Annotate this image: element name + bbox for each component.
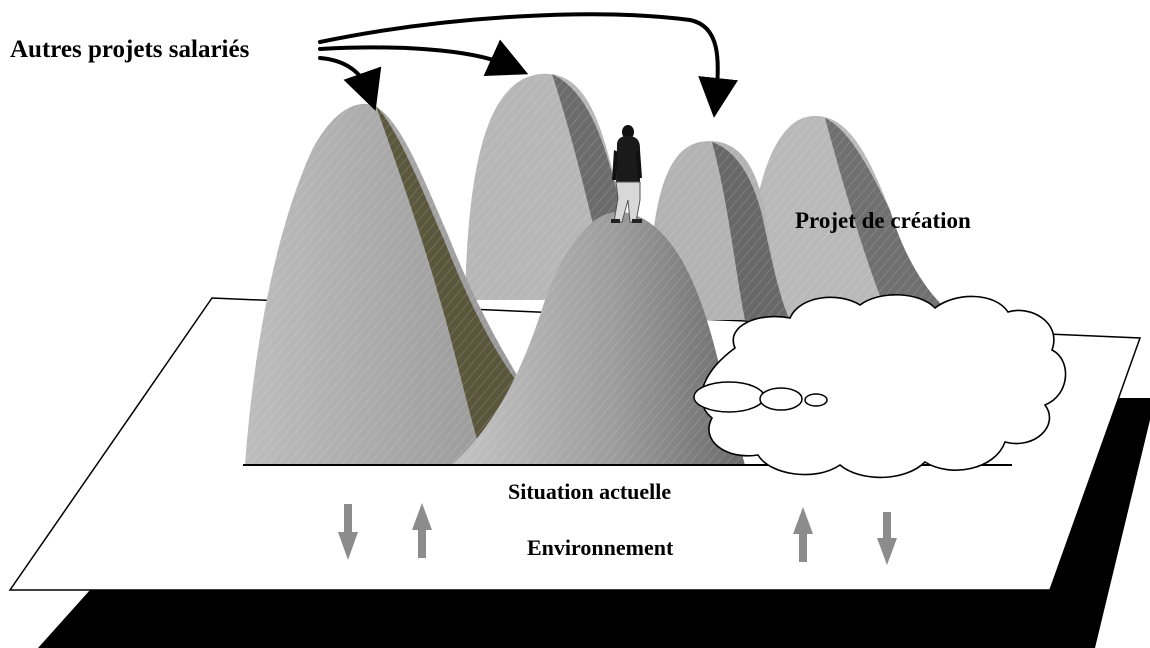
down-arrow-icon	[338, 504, 358, 560]
ground-shadow	[38, 398, 1150, 648]
down-arrow-icon	[877, 512, 897, 565]
up-arrow-icon	[793, 507, 813, 562]
curved-arrow-to-center-peak	[318, 39, 529, 77]
curved-arrow-to-left-peak	[318, 56, 382, 111]
environnement-label: Environnement	[527, 535, 674, 560]
hill-large-left	[245, 103, 575, 466]
autres-projets-label: Autres projets salariés	[10, 36, 250, 63]
curved-arrow-to-right-peak	[318, 12, 738, 118]
hill-far-right	[745, 115, 960, 320]
up-arrow-icon	[412, 503, 432, 558]
thought-cloud-icon	[693, 294, 1067, 479]
curved-arrows	[318, 12, 738, 118]
projet-creation-label: Projet de création	[795, 208, 971, 233]
hill-front	[452, 211, 745, 465]
person-standing-icon	[611, 125, 642, 223]
environment-arrows	[338, 503, 897, 565]
situation-actuelle-label: Situation actuelle	[508, 479, 672, 504]
